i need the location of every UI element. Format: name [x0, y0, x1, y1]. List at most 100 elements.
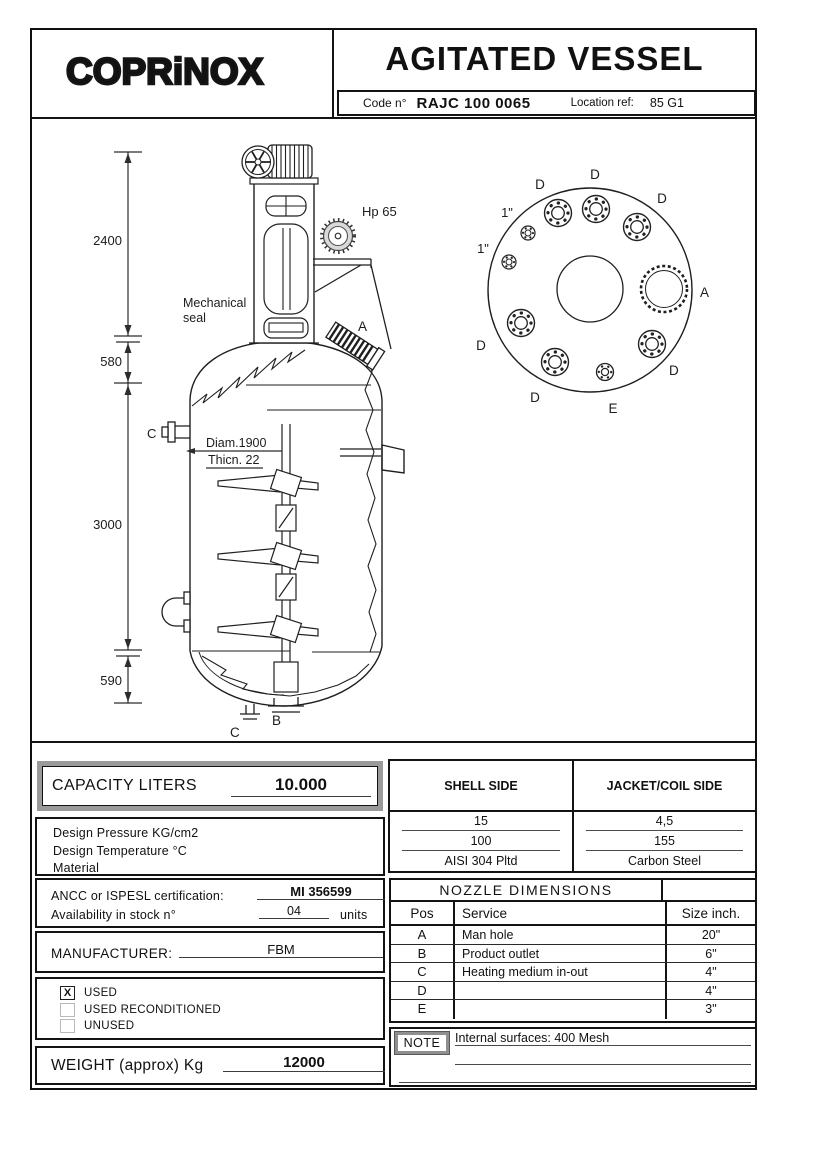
table-row: AISI 304 Pltd Carbon Steel	[390, 852, 755, 872]
shell-side-header: SHELL SIDE	[390, 761, 574, 810]
page-title: AGITATED VESSEL	[385, 40, 704, 77]
weight-value: 12000	[223, 1054, 385, 1072]
stock-units-label: units	[340, 908, 368, 922]
capacity-label: CAPACITY LITERS	[52, 777, 197, 794]
shell-material-value: AISI 304 Pltd	[444, 854, 518, 868]
thickness-label: Thicn. 22	[208, 453, 259, 467]
unused-checkbox[interactable]	[60, 1019, 75, 1033]
table-row: 100 155	[390, 832, 755, 852]
note-tag: NOTE	[394, 1031, 450, 1055]
shell-jacket-table: SHELL SIDE JACKET/COIL SIDE 15 4,5 100 1…	[388, 759, 757, 873]
dim-3000: 3000	[93, 517, 122, 532]
design-labels-box: Design Pressure KG/cm2 Design Temperatur…	[35, 817, 385, 876]
jacket-pressure-value: 4,5	[586, 812, 743, 831]
drive-stand	[249, 181, 319, 344]
condition-box: X USED USED RECONDITIONED UNUSED	[35, 977, 385, 1040]
nozzle-pos: C	[391, 963, 455, 981]
nozzle-b-label: B	[272, 713, 281, 728]
jacket-material-value: Carbon Steel	[628, 854, 701, 868]
vessel-side-view	[189, 340, 405, 707]
table-row: E 3"	[391, 1000, 755, 1019]
table-row: C Heating medium in-out 4"	[391, 963, 755, 982]
code-value: RAJC 100 0065	[416, 94, 531, 112]
gearbox	[313, 218, 392, 350]
note-line-1: Internal surfaces: 400 Mesh	[455, 1031, 751, 1046]
agitator-impellers	[217, 468, 319, 693]
side-nozzles	[161, 421, 304, 720]
table-row: 15 4,5	[390, 812, 755, 832]
location-ref-value: 85 G1	[649, 96, 684, 110]
design-temperature-label: Design Temperature °C	[53, 843, 188, 858]
mechanical-seal-label-2: seal	[183, 311, 206, 325]
size-column-header: Size inch.	[665, 902, 755, 924]
note-line-3	[399, 1068, 751, 1083]
table-row: D 4"	[391, 981, 755, 1001]
location-ref-label: Location ref:	[570, 97, 634, 109]
nozzle-pos: D	[391, 981, 455, 1000]
nozzle-a-label: A	[358, 319, 367, 334]
nozzle-title-row: NOZZLE DIMENSIONS	[391, 880, 755, 902]
certification-value: MI 356599	[257, 884, 385, 900]
certification-label: ANCC or ISPESL certification:	[51, 889, 224, 903]
capacity-value: 10.000	[231, 775, 371, 797]
company-logo: COPRiNOX	[65, 50, 265, 93]
condition-option-unused: UNUSED	[60, 1019, 134, 1033]
stock-value: 04	[259, 904, 329, 919]
nozzle-service	[455, 982, 665, 1000]
service-column-header: Service	[462, 906, 508, 921]
note-box: NOTE Internal surfaces: 400 Mesh	[389, 1027, 757, 1087]
nozzle-c-side-label: C	[147, 426, 156, 441]
jacket-side-header: JACKET/COIL SIDE	[606, 778, 723, 793]
jacket-temperature-value: 155	[586, 832, 743, 851]
dimension-arrows	[124, 153, 132, 702]
weight-box: WEIGHT (approx) Kg 12000	[35, 1046, 385, 1085]
pos-column-header: Pos	[391, 902, 455, 924]
diam-label: Diam.1900	[206, 436, 266, 450]
tv-one-inch-a: 1"	[501, 205, 513, 220]
manufacturer-box: MANUFACTURER: FBM	[35, 931, 385, 973]
vessel-technical-drawing: 2400 580 3000 590	[93, 144, 709, 740]
nozzle-title-spacer	[663, 880, 755, 900]
dim-590: 590	[100, 673, 122, 688]
table-row: B Product outlet 6"	[391, 944, 755, 964]
mechanical-seal-label-1: Mechanical	[183, 296, 246, 310]
note-line-2	[455, 1050, 751, 1065]
used-reconditioned-label: USED RECONDITIONED	[84, 1003, 222, 1016]
nozzle-service: Heating medium in-out	[462, 965, 588, 980]
shell-pressure-value: 15	[402, 812, 560, 831]
tv-one-inch-b: 1"	[477, 241, 489, 256]
nozzle-size: 20"	[665, 926, 755, 944]
vessel-top-view	[487, 187, 693, 393]
nozzle-service	[455, 1000, 665, 1019]
condition-option-used: X USED	[60, 986, 117, 1000]
nozzle-service: Product outlet	[462, 946, 540, 961]
tv-a: A	[700, 285, 709, 300]
tv-d-top-left: D	[535, 177, 545, 192]
stock-label: Availability in stock n°	[51, 908, 176, 922]
used-label: USED	[84, 987, 118, 999]
code-label: Code n°	[363, 96, 407, 110]
tv-d-bottom-left: D	[530, 390, 540, 405]
tv-d-bottom-right: D	[669, 363, 679, 378]
nozzle-size: 4"	[665, 981, 755, 1000]
certification-box: ANCC or ISPESL certification: MI 356599 …	[35, 878, 385, 928]
tv-e: E	[608, 401, 617, 416]
dim-2400: 2400	[93, 233, 122, 248]
motor	[241, 144, 319, 185]
nozzle-table-title: NOZZLE DIMENSIONS	[391, 880, 663, 900]
shell-temperature-value: 100	[402, 832, 560, 851]
unused-label: UNUSED	[84, 1020, 135, 1032]
used-checkbox[interactable]: X	[60, 986, 75, 1000]
nozzle-service: Man hole	[462, 928, 514, 942]
nozzle-size: 6"	[665, 944, 755, 963]
weight-label: WEIGHT (approx) Kg	[51, 1057, 204, 1074]
nozzle-size: 4"	[665, 963, 755, 981]
tv-d-top-right: D	[657, 191, 667, 206]
used-reconditioned-checkbox[interactable]	[60, 1002, 75, 1017]
capacity-box: CAPACITY LITERS 10.000	[37, 761, 383, 811]
page-border	[30, 28, 757, 1090]
nozzle-pos: B	[391, 944, 455, 963]
table-row: A Man hole 20"	[391, 926, 755, 945]
hp-label: Hp 65	[362, 204, 397, 219]
manufacturer-label: MANUFACTURER:	[51, 946, 173, 961]
